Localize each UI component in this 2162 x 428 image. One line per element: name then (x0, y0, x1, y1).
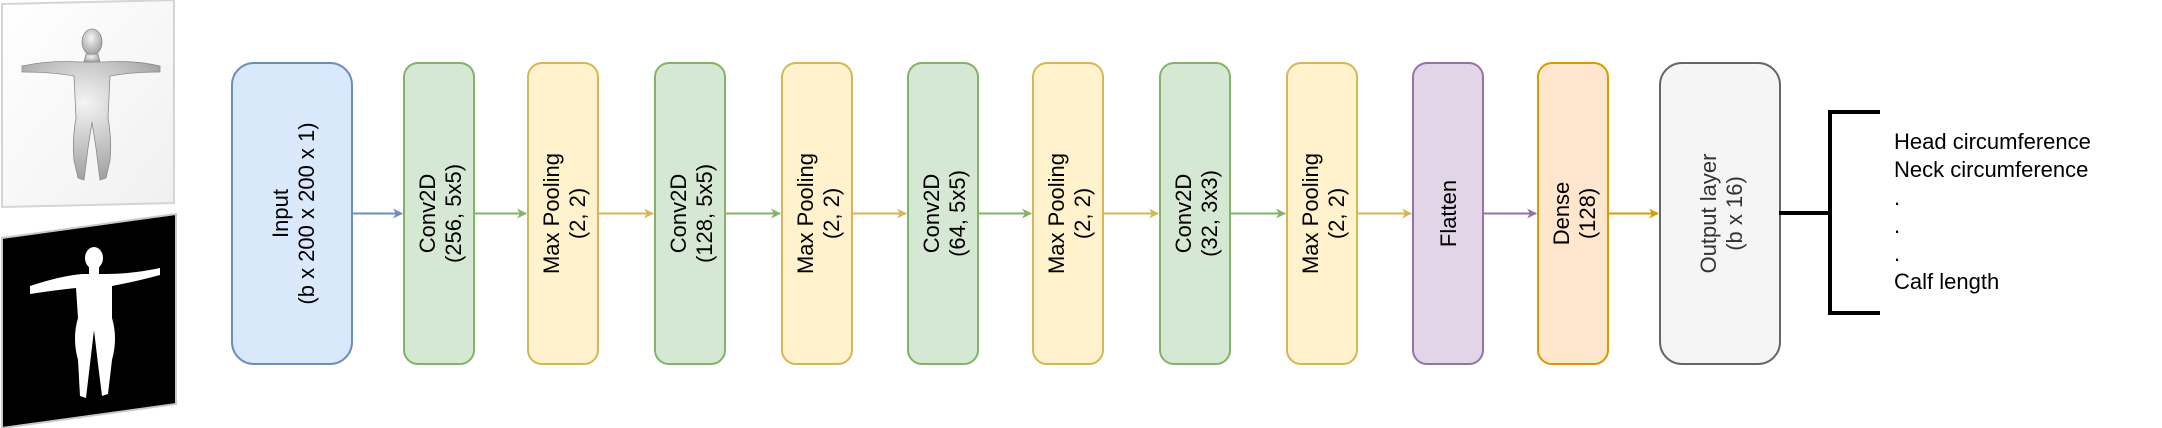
layer-conv2d-1: Conv2D(256, 5x5) (403, 62, 475, 365)
output-measurements-list: Head circumference Neck circumference . … (1894, 128, 2091, 296)
output-measurement-item: Head circumference (1894, 129, 2091, 154)
layer-box (1032, 62, 1104, 365)
layer-params: (128, 5x5) (692, 164, 717, 263)
layer-label: Conv2D(128, 5x5) (666, 164, 717, 263)
layer-params: (2, 2) (1070, 188, 1095, 239)
layer-box (1159, 62, 1231, 365)
layer-conv2d-3: Conv2D(64, 5x5) (907, 62, 979, 365)
layer-params: (b x 16) (1722, 176, 1747, 251)
body-silhouette-image (1, 212, 177, 428)
layer-name: Output layer (1696, 154, 1721, 274)
layer-params: (2, 2) (819, 188, 844, 239)
output-measurement-item: Calf length (1894, 269, 2000, 294)
layer-box (907, 62, 979, 365)
layer-params: (256, 5x5) (441, 164, 466, 263)
layer-maxpool-3: Max Pooling(2, 2) (1032, 62, 1104, 365)
layer-label: Max Pooling(2, 2) (539, 153, 590, 274)
layer-box (527, 62, 599, 365)
output-bracket (1779, 110, 1880, 315)
layer-params: (128) (1575, 188, 1600, 239)
layer-label: Conv2D(32, 3x3) (1171, 170, 1222, 257)
layer-box (1412, 62, 1484, 365)
layer-label: Dense(128) (1549, 182, 1600, 246)
layer-name: Conv2D (1171, 174, 1196, 253)
layer-box (654, 62, 726, 365)
layer-label: Max Pooling(2, 2) (1044, 153, 1095, 274)
layer-label: Conv2D(64, 5x5) (919, 170, 970, 257)
layer-label: Input(b x 200 x 200 x 1) (268, 122, 319, 304)
layer-params: (2, 2) (1324, 188, 1349, 239)
layer-params: (32, 3x3) (1197, 170, 1222, 257)
layer-name: Max Pooling (539, 153, 564, 274)
output-measurement-item: . (1894, 185, 1901, 210)
layer-name: Max Pooling (793, 153, 818, 274)
layer-maxpool-4: Max Pooling(2, 2) (1286, 62, 1358, 365)
layer-output: Output layer(b x 16) (1659, 62, 1781, 365)
layer-name: Max Pooling (1044, 153, 1069, 274)
layer-label: Output layer(b x 16) (1696, 154, 1747, 274)
layer-conv2d-2: Conv2D(128, 5x5) (654, 62, 726, 365)
layer-box (231, 62, 353, 365)
layer-params: (2, 2) (565, 188, 590, 239)
layer-name: Conv2D (919, 174, 944, 253)
layer-flatten: Flatten (1412, 62, 1484, 365)
layer-label: Conv2D(256, 5x5) (415, 164, 466, 263)
layer-name: Input (268, 189, 293, 238)
layer-box (1537, 62, 1609, 365)
layer-label: Flatten (1436, 180, 1461, 247)
output-measurement-item: . (1894, 241, 1901, 266)
output-measurement-item: Neck circumference (1894, 157, 2089, 182)
layer-conv2d-4: Conv2D(32, 3x3) (1159, 62, 1231, 365)
output-measurement-item: . (1894, 213, 1901, 238)
layer-params: (64, 5x5) (945, 170, 970, 257)
layer-label: Max Pooling(2, 2) (1298, 153, 1349, 274)
layer-name: Conv2D (666, 174, 691, 253)
layer-box (1286, 62, 1358, 365)
layer-maxpool-2: Max Pooling(2, 2) (781, 62, 853, 365)
layer-maxpool-1: Max Pooling(2, 2) (527, 62, 599, 365)
layer-dense: Dense(128) (1537, 62, 1609, 365)
layer-input: Input(b x 200 x 200 x 1) (231, 62, 353, 365)
body-mesh-image (1, 0, 175, 209)
layer-box (781, 62, 853, 365)
layer-box (403, 62, 475, 365)
layer-name: Dense (1549, 182, 1574, 246)
layer-name: Max Pooling (1298, 153, 1323, 274)
layer-params: (b x 200 x 200 x 1) (294, 122, 319, 304)
layer-name: Flatten (1436, 180, 1461, 247)
layer-name: Conv2D (415, 174, 440, 253)
layer-label: Max Pooling(2, 2) (793, 153, 844, 274)
